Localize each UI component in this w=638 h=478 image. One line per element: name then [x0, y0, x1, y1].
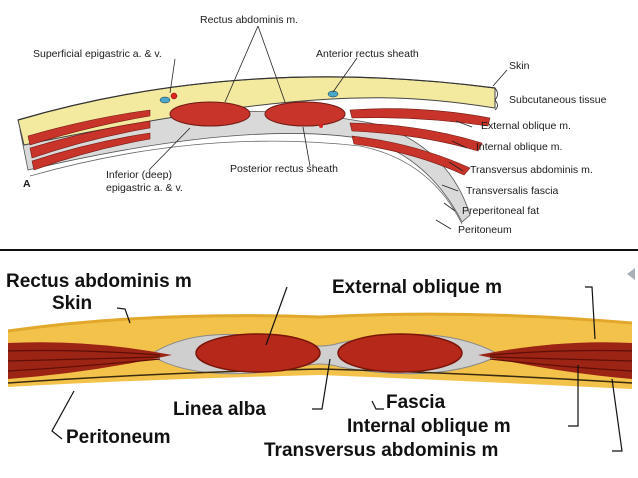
top-inferior-vessel	[319, 124, 323, 128]
top-superficial-vessel-artery	[170, 92, 178, 100]
label-anterior-rectus-sheath: Anterior rectus sheath	[316, 48, 419, 60]
top-right-muscle-3	[351, 135, 471, 176]
label-rectus-abdominis-top: Rectus abdominis m.	[200, 14, 299, 26]
top-leader-lines	[148, 25, 508, 230]
label-posterior-rectus-sheath: Posterior rectus sheath	[230, 163, 338, 175]
label-transversus-abdominis-top: Transversus abdominis m.	[470, 164, 593, 176]
label-linea-alba: Linea alba	[173, 399, 266, 420]
top-superficial-vessel-vein	[159, 96, 171, 104]
top-left-muscle-3	[31, 132, 151, 171]
label-internal-oblique-top: Internal oblique m.	[476, 141, 563, 153]
top-rectus-right	[264, 101, 346, 127]
top-cross-section	[17, 25, 508, 230]
bottom-leader-lines	[51, 286, 623, 452]
label-peritoneum-top: Peritoneum	[458, 224, 512, 236]
label-peritoneum-bottom: Peritoneum	[66, 427, 171, 448]
label-external-oblique-top: External oblique m.	[481, 120, 571, 132]
top-right-muscle-1	[349, 108, 491, 127]
bottom-right-muscle	[478, 342, 632, 379]
bottom-cross-section	[7, 286, 633, 452]
label-external-oblique-bottom: External oblique m	[332, 277, 502, 298]
label-inferior-epigastric-line2: epigastric a. & v.	[106, 182, 183, 194]
label-internal-oblique-bottom: Internal oblique m	[347, 416, 511, 437]
panel-letter: A	[23, 178, 31, 190]
bottom-rectus-right	[337, 333, 463, 373]
label-rectus-abdominis-bottom: Rectus abdominis m	[6, 271, 192, 292]
top-anterior-vessel	[327, 90, 339, 98]
bottom-right-muscle-stripes	[489, 349, 633, 372]
bottom-left-muscle-stripes	[7, 349, 161, 372]
label-inferior-epigastric-line1: Inferior (deep)	[106, 169, 172, 181]
label-skin-top: Skin	[509, 60, 530, 72]
top-right-muscle-2	[349, 122, 483, 152]
top-skin-line	[17, 76, 496, 121]
label-fascia: Fascia	[386, 392, 446, 413]
play-icon	[627, 268, 635, 280]
label-skin-bottom: Skin	[52, 293, 93, 314]
top-left-muscle-1	[27, 109, 151, 146]
bottom-peritoneum-line	[7, 368, 633, 384]
label-superficial-epigastric: Superficial epigastric a. & v.	[33, 48, 162, 60]
label-transversalis-fascia: Transversalis fascia	[466, 185, 559, 197]
label-subcutaneous-tissue: Subcutaneous tissue	[509, 94, 607, 106]
bottom-skin-edge	[7, 312, 633, 333]
bottom-left-muscle	[8, 342, 172, 379]
bottom-rectus-left	[195, 333, 321, 373]
panel-divider	[0, 249, 638, 251]
label-preperitoneal-fat: Preperitoneal fat	[462, 205, 540, 217]
label-transversus-abdominis-bottom: Transversus abdominis m	[264, 440, 499, 461]
top-rectus-left	[169, 101, 251, 127]
top-left-muscle-2	[29, 120, 151, 159]
top-peritoneum-line	[29, 140, 463, 225]
